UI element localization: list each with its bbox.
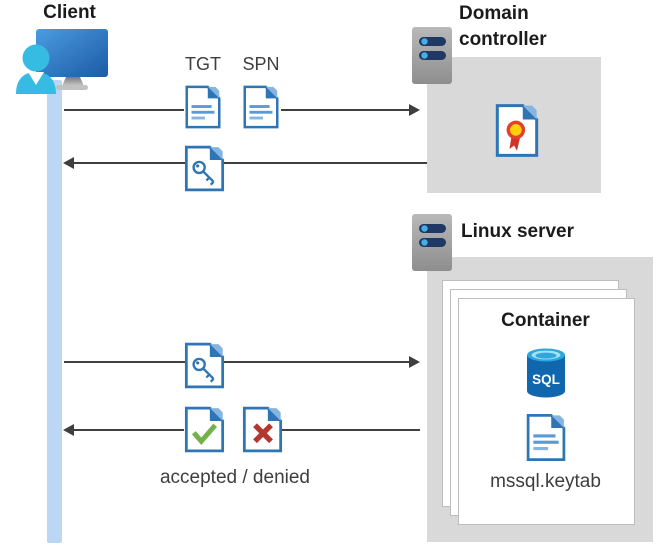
certificate-document-icon — [495, 104, 539, 157]
client-computer-user-icon — [16, 29, 108, 94]
client-label: Client — [43, 2, 96, 23]
container-label: Container — [501, 310, 590, 331]
arrow-line — [73, 162, 427, 164]
arrow-line — [64, 361, 410, 363]
tgt-label: TGT — [185, 54, 221, 74]
spn-ticket-document-icon — [243, 85, 279, 129]
arrow-line — [282, 429, 420, 431]
arrowhead-right — [409, 104, 420, 116]
sql-database-icon: SQL — [527, 348, 565, 398]
arrow-line — [281, 109, 410, 111]
spn-label: SPN — [242, 54, 280, 74]
container-card — [458, 298, 635, 525]
keytab-document-icon — [526, 414, 566, 461]
arrow-line — [73, 429, 184, 431]
key-ticket-document-icon — [184, 145, 225, 192]
accepted-denied-label: accepted / denied — [159, 467, 310, 488]
server-icon — [412, 214, 452, 271]
keytab-label: mssql.keytab — [490, 471, 601, 492]
arrowhead-left — [63, 424, 74, 436]
denied-document-icon — [242, 406, 283, 453]
client-lifeline — [47, 80, 62, 543]
arrowhead-right — [409, 356, 420, 368]
key-ticket-document-icon — [184, 342, 225, 389]
server-icon — [412, 27, 452, 84]
linux-server-label: Linux server — [461, 221, 574, 242]
sql-label: SQL — [532, 372, 560, 387]
arrow-line — [64, 109, 184, 111]
arrowhead-left — [63, 157, 74, 169]
domain-controller-label: Domain controller — [459, 3, 547, 50]
accepted-document-icon — [184, 406, 225, 453]
tgt-ticket-document-icon — [185, 85, 221, 129]
